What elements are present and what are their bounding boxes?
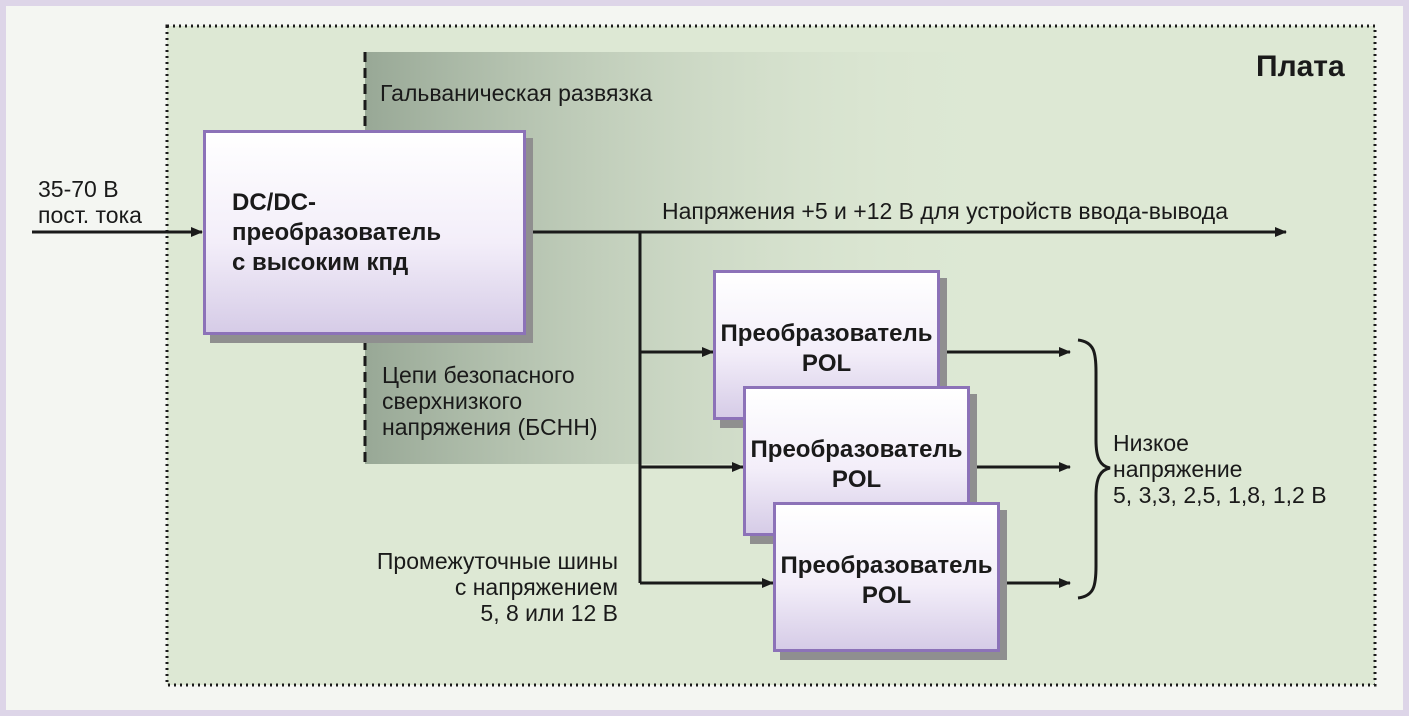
intermediate-bus-label: Промежуточные шины с напряжением 5, 8 ил…	[377, 548, 618, 626]
selv-line-2: сверхнизкого	[382, 388, 523, 414]
dcdc-line-2: с высоким кпд	[232, 248, 409, 276]
low-voltage-line-1: Низкое	[1113, 430, 1189, 456]
pol-converter-label-2: Преобразователь POL	[751, 435, 963, 495]
intermediate-bus-line-3: 5, 8 или 12 В	[480, 600, 618, 626]
input-voltage-line-2: пост. тока	[38, 202, 142, 228]
low-voltage-line-3: 5, 3,3, 2,5, 1,8, 1,2 В	[1113, 482, 1327, 508]
selv-line-1: Цепи безопасного	[382, 362, 575, 388]
pol-2-line-1: Преобразователь	[750, 436, 963, 463]
dcdc-converter-label: DC/DC-преобразователь с высоким кпд	[232, 188, 523, 278]
intermediate-bus-line-2: с напряжением	[454, 574, 618, 600]
pol-converter-label-1: Преобразователь POL	[721, 319, 933, 379]
intermediate-bus-line-1: Промежуточные шины	[376, 548, 618, 574]
dcdc-converter-box: DC/DC-преобразователь с высоким кпд	[203, 130, 526, 335]
pol-3-line-2: POL	[861, 582, 912, 609]
pol-converter-box-3: Преобразователь POL	[773, 502, 1000, 652]
low-voltage-brace	[1077, 338, 1111, 600]
pol-1-line-1: Преобразователь	[720, 320, 933, 347]
board-label: Плата	[1256, 50, 1345, 83]
input-voltage-label: 35-70 В пост. тока	[38, 176, 142, 228]
pol-1-line-2: POL	[801, 350, 852, 377]
dcdc-line-1: DC/DC-преобразователь	[232, 188, 442, 246]
pol-3-line-1: Преобразователь	[780, 552, 993, 579]
low-voltage-label: Низкое напряжение 5, 3,3, 2,5, 1,8, 1,2 …	[1113, 430, 1327, 508]
pol-converter-label-3: Преобразователь POL	[781, 551, 993, 611]
selv-label: Цепи безопасного сверхнизкого напряжения…	[382, 362, 598, 440]
pol-2-line-2: POL	[831, 466, 882, 493]
selv-line-3: напряжения (БСНН)	[382, 414, 598, 440]
input-voltage-line-1: 35-70 В	[38, 176, 119, 202]
low-voltage-line-2: напряжение	[1113, 456, 1243, 482]
io-voltage-label: Напряжения +5 и +12 В для устройств ввод…	[662, 198, 1228, 224]
galvanic-isolation-label: Гальваническая развязка	[380, 80, 653, 106]
